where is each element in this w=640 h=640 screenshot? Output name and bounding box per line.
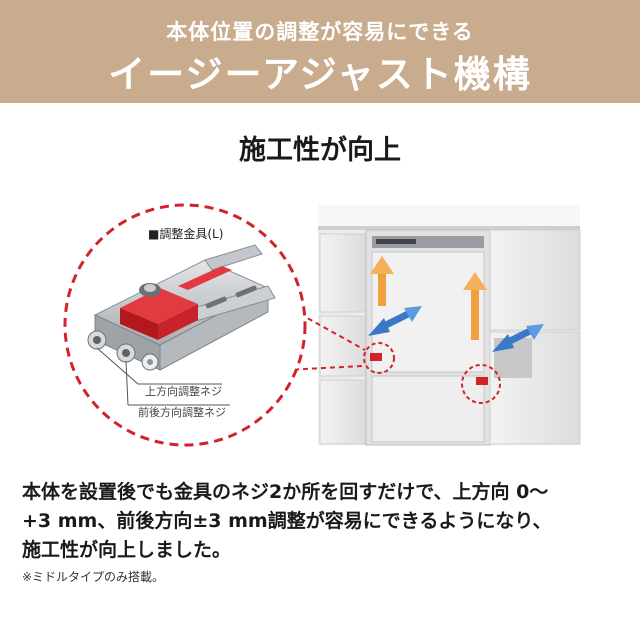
callout-up-screw: 上方向調整ネジ: [145, 384, 222, 398]
adjust-bracket: [87, 244, 276, 371]
adjuster-illustration: ■調整金具(L) 上方向調整ネジ 前後方向調整ネジ: [63, 203, 581, 447]
arrow-front-back-icon: [492, 324, 544, 352]
description-line: 施工性が向上しました。: [22, 539, 232, 561]
description: 本体を設置後でも金具のネジ2か所を回すだけで、上方向 0〜 +3 mm、前後方向…: [22, 478, 622, 565]
section-title: 施工性が向上: [239, 135, 401, 166]
callout-leader: [284, 365, 363, 371]
header-banner: 本体位置の調整が容易にできる イージーアジャスト機構: [0, 0, 640, 103]
arrow-front-back-icon: [368, 306, 422, 336]
banner-title: イージーアジャスト機構: [108, 53, 532, 96]
arrow-up-icon: [370, 256, 394, 306]
footnote: ※ミドルタイプのみ搭載。: [22, 570, 165, 584]
front-back-adjust-screw-icon: [116, 343, 136, 363]
description-line: +3 mm、前後方向±3 mm調整が容易にできるようになり、: [22, 510, 552, 532]
arrow-up-icon: [463, 272, 487, 340]
callout-front-back-screw: 前後方向調整ネジ: [138, 405, 226, 419]
callout-leader: [299, 313, 366, 351]
bracket-label: ■調整金具(L): [148, 226, 223, 241]
up-adjust-screw-icon: [87, 330, 107, 350]
description-line: 本体を設置後でも金具のネジ2か所を回すだけで、上方向 0〜: [22, 481, 549, 503]
banner-subtitle: 本体位置の調整が容易にできる: [166, 20, 474, 44]
dishwasher-scene: [318, 205, 581, 446]
